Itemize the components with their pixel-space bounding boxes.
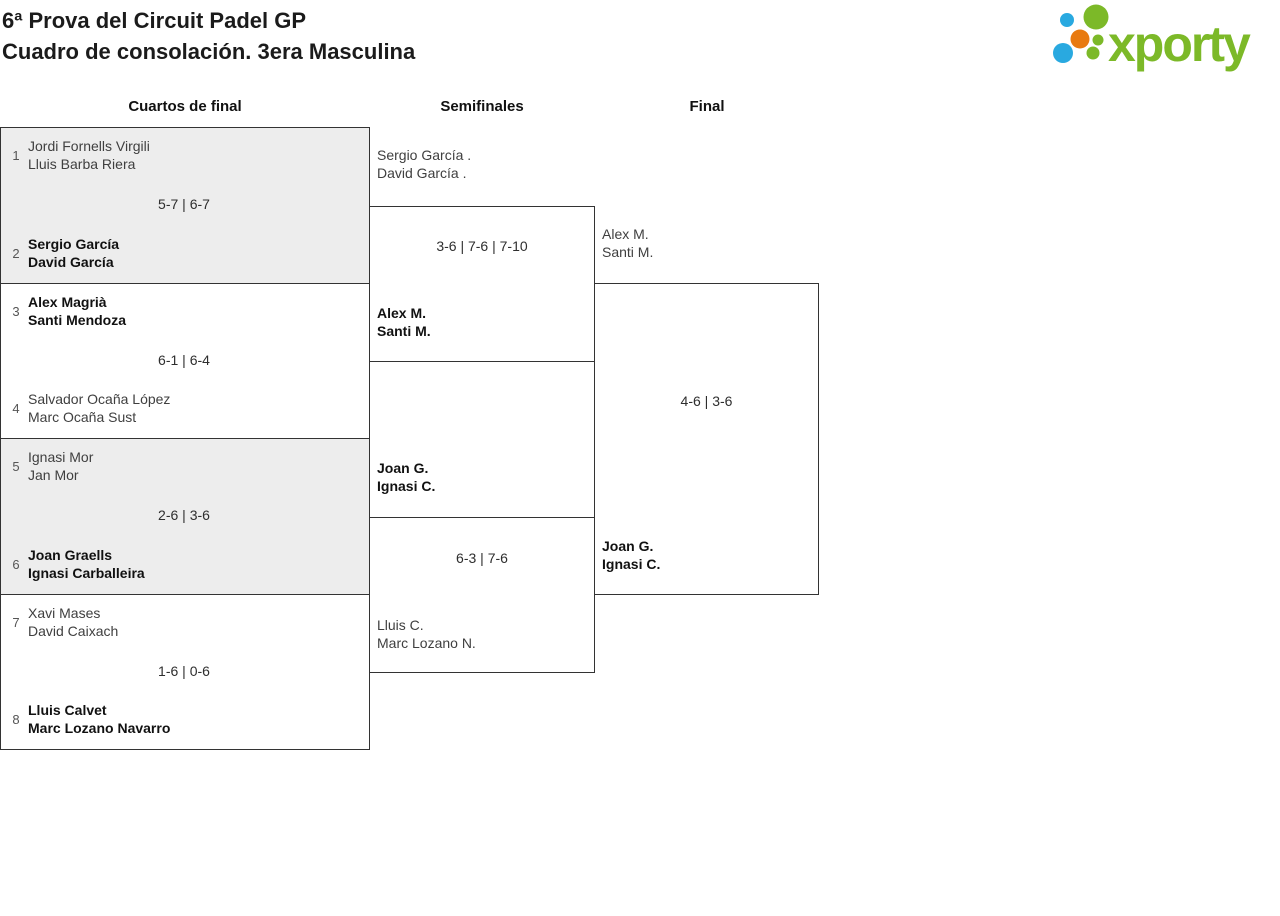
round-header-semifinals: Semifinales: [440, 98, 524, 115]
seed-number: 7: [12, 614, 20, 630]
player-name: Alex Magrià: [28, 294, 107, 310]
match-box-qf3: 5 Ignasi Mor Jan Mor 2-6 | 3-6 6 Joan Gr…: [0, 438, 370, 595]
player-name: Joan G.: [377, 460, 429, 476]
player-name: Santi M.: [602, 244, 654, 260]
player-name: Ignasi Mor: [28, 449, 94, 465]
player-name: Santi Mendoza: [28, 312, 127, 328]
player-name: Ignasi C.: [602, 556, 661, 572]
player-name: Ignasi C.: [377, 478, 436, 494]
player-name: Ignasi Carballeira: [28, 565, 145, 581]
player-name: Lluis Barba Riera: [28, 156, 136, 172]
team-row: 4 Salvador Ocaña López Marc Ocaña Sust: [9, 390, 359, 426]
xporty-logo[interactable]: xporty: [1048, 0, 1280, 74]
round-header-quarterfinals: Cuartos de final: [128, 98, 242, 115]
player-name: David García .: [377, 165, 467, 181]
player-name: Marc Lozano Navarro: [28, 720, 171, 736]
seed-number: 8: [12, 711, 20, 727]
player-name: Santi M.: [377, 323, 431, 339]
seed-number: 4: [12, 400, 20, 416]
seed-number: 6: [12, 556, 20, 572]
player-name: Marc Ocaña Sust: [28, 409, 137, 425]
team-names: Xavi Mases David Caixach: [28, 604, 118, 640]
team-row: 2 Sergio García David García: [9, 235, 359, 271]
player-name: Marc Lozano N.: [377, 635, 476, 651]
player-name: David García: [28, 254, 114, 270]
seed-number: 1: [12, 147, 20, 163]
seed-number: 2: [12, 245, 20, 261]
team-row: 3 Alex Magrià Santi Mendoza: [9, 293, 359, 329]
team-names: Joan G. Ignasi C.: [377, 459, 435, 495]
team-names: Alex M. Santi M.: [602, 225, 653, 261]
match-box-sf2: [369, 517, 595, 673]
match-score: 2-6 | 3-6: [158, 507, 210, 523]
team-names: Salvador Ocaña López Marc Ocaña Sust: [28, 390, 170, 426]
player-name: Lluis C.: [377, 617, 424, 633]
player-name: Alex M.: [602, 226, 649, 242]
round-header-final: Final: [689, 98, 725, 115]
match-score: 3-6 | 7-6 | 7-10: [436, 238, 528, 254]
match-score: 6-1 | 6-4: [158, 351, 210, 368]
team-names: Alex M. Santi M.: [377, 304, 431, 340]
match-score: 1-6 | 0-6: [158, 662, 210, 679]
team-names: Jordi Fornells Virgili Lluis Barba Riera: [28, 137, 150, 173]
player-name: Jan Mor: [28, 467, 79, 483]
team-names: Joan Graells Ignasi Carballeira: [28, 546, 145, 582]
page-subtitle: Cuadro de consolación. 3era Masculina: [2, 39, 416, 64]
player-name: Lluis Calvet: [28, 702, 107, 718]
page-title: 6ª Prova del Circuit Padel GP: [2, 8, 307, 33]
match-score: 4-6 | 3-6: [680, 393, 733, 409]
player-name: Jordi Fornells Virgili: [28, 138, 150, 154]
player-name: Joan Graells: [28, 547, 113, 563]
player-name: Alex M.: [377, 305, 427, 321]
player-name: David Caixach: [28, 623, 119, 639]
player-name: Joan G.: [602, 538, 654, 554]
seed-number: 3: [12, 303, 20, 319]
player-name: Sergio García: [28, 236, 120, 252]
team-names: Alex Magrià Santi Mendoza: [28, 293, 126, 329]
team-names: Sergio García David García: [28, 235, 119, 271]
xporty-logo-icon: xporty: [1053, 4, 1253, 72]
seed-number: 5: [12, 458, 20, 474]
match-box-qf4: 7 Xavi Mases David Caixach 1-6 | 0-6 8 L…: [0, 594, 370, 750]
team-names: Sergio García . David García .: [377, 146, 471, 182]
team-row: 7 Xavi Mases David Caixach: [9, 604, 359, 640]
match-box-qf1: 1 Jordi Fornells Virgili Lluis Barba Rie…: [0, 127, 370, 284]
player-name: Salvador Ocaña López: [28, 391, 171, 407]
team-row: 5 Ignasi Mor Jan Mor: [9, 448, 359, 484]
match-score: 5-7 | 6-7: [158, 196, 210, 212]
team-names: Ignasi Mor Jan Mor: [28, 448, 93, 484]
team-row: 6 Joan Graells Ignasi Carballeira: [9, 546, 359, 582]
match-box-final: [594, 283, 819, 595]
match-box-qf2: 3 Alex Magrià Santi Mendoza 6-1 | 6-4 4 …: [0, 283, 370, 439]
player-name: Xavi Mases: [28, 605, 101, 621]
match-score: 6-3 | 7-6: [456, 550, 508, 566]
player-name: Sergio García .: [377, 147, 472, 163]
team-row: 1 Jordi Fornells Virgili Lluis Barba Rie…: [9, 137, 359, 173]
team-names: Lluis Calvet Marc Lozano Navarro: [28, 701, 170, 737]
team-names: Lluis C. Marc Lozano N.: [377, 616, 476, 652]
team-names: Joan G. Ignasi C.: [602, 537, 660, 573]
xporty-logo-text: xporty: [1108, 16, 1251, 72]
team-row: 8 Lluis Calvet Marc Lozano Navarro: [9, 701, 359, 737]
